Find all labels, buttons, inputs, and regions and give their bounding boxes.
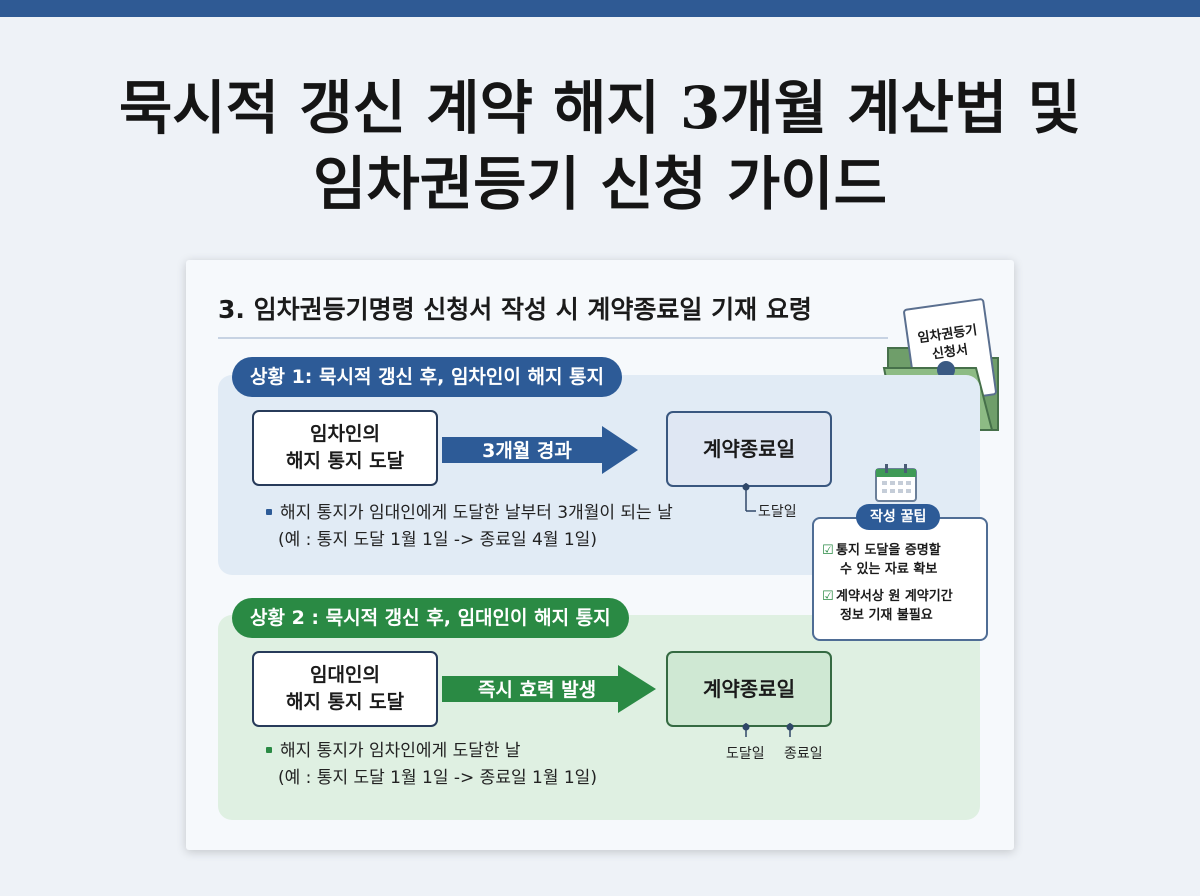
scenario2-result-box: 계약종료일 xyxy=(666,651,832,727)
scenario2-tick-label-arrival: 도달일 xyxy=(726,746,765,762)
page-title-line2: 임차권등기 신청 가이드 xyxy=(313,150,887,218)
scenario1-result-box: 계약종료일 xyxy=(666,411,832,487)
scenario2-source-box: 임대인의 해지 통지 도달 xyxy=(252,651,438,727)
check-icon: ☑ xyxy=(822,543,834,558)
tip-item-1-line1: 통지 도달을 증명할 xyxy=(836,543,941,558)
scenario1-source-text: 임차인의 해지 통지 도달 xyxy=(285,423,405,472)
scenario1-tick-label: 도달일 xyxy=(758,504,797,520)
tips-box: ☑통지 도달을 증명할 수 있는 자료 확보 ☑계약서상 원 계약기간 정보 기… xyxy=(812,517,988,641)
card-heading: 3. 임차권등기명령 신청서 작성 시 계약종료일 기재 요령 xyxy=(218,295,812,324)
page-title-line1: 묵시적 갱신 계약 해지 3개월 계산법 및 xyxy=(119,74,1081,142)
scenario2-result-text: 계약종료일 xyxy=(703,676,795,701)
scenario2-label: 상황 2 : 묵시적 갱신 후, 임대인이 해지 통지 xyxy=(232,598,629,638)
guide-card: 3. 임차권등기명령 신청서 작성 시 계약종료일 기재 요령 임차권등기 신청… xyxy=(186,260,1014,850)
scenario1-note-line2: (예 : 통지 도달 1월 1일 -> 종료일 4월 1일) xyxy=(278,530,597,550)
tip-item-2-line1: 계약서상 원 계약기간 xyxy=(836,589,953,604)
scenario2-source-text: 임대인의 해지 통지 도달 xyxy=(285,664,405,713)
scenario1-note-line1: 해지 통지가 임대인에게 도달한 날부터 3개월이 되는 날 xyxy=(266,500,673,527)
scenario2-note-line1: 해지 통지가 임차인에게 도달한 날 xyxy=(266,738,597,765)
check-icon: ☑ xyxy=(822,589,834,604)
scenario2-note: 해지 통지가 임차인에게 도달한 날 (예 : 통지 도달 1월 1일 -> 종… xyxy=(266,738,597,792)
heading-divider xyxy=(218,337,888,339)
tip-item-1-line2: 수 있는 자료 확보 xyxy=(840,562,938,577)
scenario2-ticks xyxy=(742,723,794,737)
calendar-icon xyxy=(875,464,917,502)
scenario2-tick-label-end: 종료일 xyxy=(784,746,823,762)
tips-heading: 작성 꿀팁 xyxy=(856,504,941,530)
scenario1-note: 해지 통지가 임대인에게 도달한 날부터 3개월이 되는 날 (예 : 통지 도… xyxy=(266,500,673,554)
scenario1-arrow xyxy=(442,426,638,474)
scenario1-result-text: 계약종료일 xyxy=(703,436,795,461)
top-accent-bar xyxy=(0,0,1200,17)
tip-item-2-line2: 정보 기재 불필요 xyxy=(840,608,933,623)
folder-label-line2: 신청서 xyxy=(931,342,969,363)
tip-item: ☑통지 도달을 증명할 수 있는 자료 확보 xyxy=(822,541,941,579)
scenario1-source-box: 임차인의 해지 통지 도달 xyxy=(252,410,438,486)
scenario1-label: 상황 1: 묵시적 갱신 후, 임차인이 해지 통지 xyxy=(232,357,623,397)
scenario2-note-line2: (예 : 통지 도달 1월 1일 -> 종료일 1월 1일) xyxy=(278,768,597,788)
scenario2-arrow xyxy=(442,665,656,713)
tip-item: ☑계약서상 원 계약기간 정보 기재 불필요 xyxy=(822,587,953,625)
scenario2-arrow-label: 즉시 효력 발생 xyxy=(477,679,597,701)
scenario1-tick xyxy=(742,483,756,512)
page-title: 묵시적 갱신 계약 해지 3개월 계산법 및 임차권등기 신청 가이드 xyxy=(0,70,1200,222)
scenario1-arrow-label: 3개월 경과 xyxy=(482,440,572,462)
